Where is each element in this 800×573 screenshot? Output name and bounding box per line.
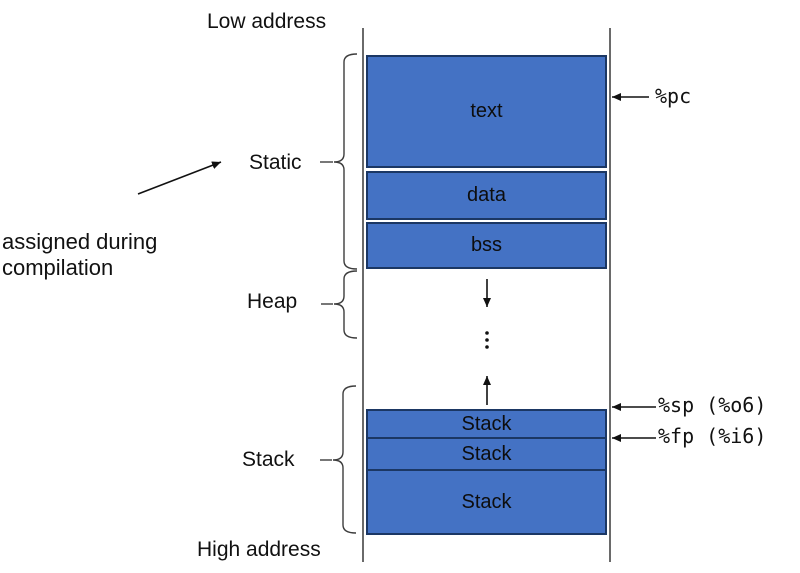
pc-register-label: %pc xyxy=(655,84,692,108)
fp-register-label: %fp (%i6) xyxy=(658,424,767,448)
stack-region-label: Stack xyxy=(242,448,295,471)
segment-stack-frame-3: Stack xyxy=(366,469,607,535)
ellipsis-dots xyxy=(485,331,489,349)
segment-data-label: data xyxy=(467,184,506,206)
segment-stack-frame-1: Stack xyxy=(366,409,607,439)
segment-text-label: text xyxy=(470,100,503,122)
annotation-line-2: compilation xyxy=(2,255,114,280)
compilation-annotation: assigned during compilation xyxy=(2,229,157,281)
high-address-label: High address xyxy=(197,538,321,561)
segment-text: text xyxy=(366,55,607,168)
segment-stack-frame-2: Stack xyxy=(366,437,607,471)
stack-frame-1-label: Stack xyxy=(461,412,512,435)
static-brace xyxy=(333,53,358,270)
annotation-line-1: assigned during xyxy=(2,229,158,254)
stack-frame-3-label: Stack xyxy=(461,490,512,513)
segment-bss: bss xyxy=(366,222,607,269)
segment-data: data xyxy=(366,171,607,220)
stack-frame-2-label: Stack xyxy=(461,442,512,465)
segment-bss-label: bss xyxy=(470,234,503,256)
heap-region-label: Heap xyxy=(247,290,298,313)
sp-register-label: %sp (%o6) xyxy=(658,393,767,417)
annotation-arrow xyxy=(137,161,222,195)
heap-brace xyxy=(333,270,358,339)
stack-brace xyxy=(332,385,357,534)
low-address-label: Low address xyxy=(207,10,327,33)
static-region-label: Static xyxy=(249,151,302,174)
